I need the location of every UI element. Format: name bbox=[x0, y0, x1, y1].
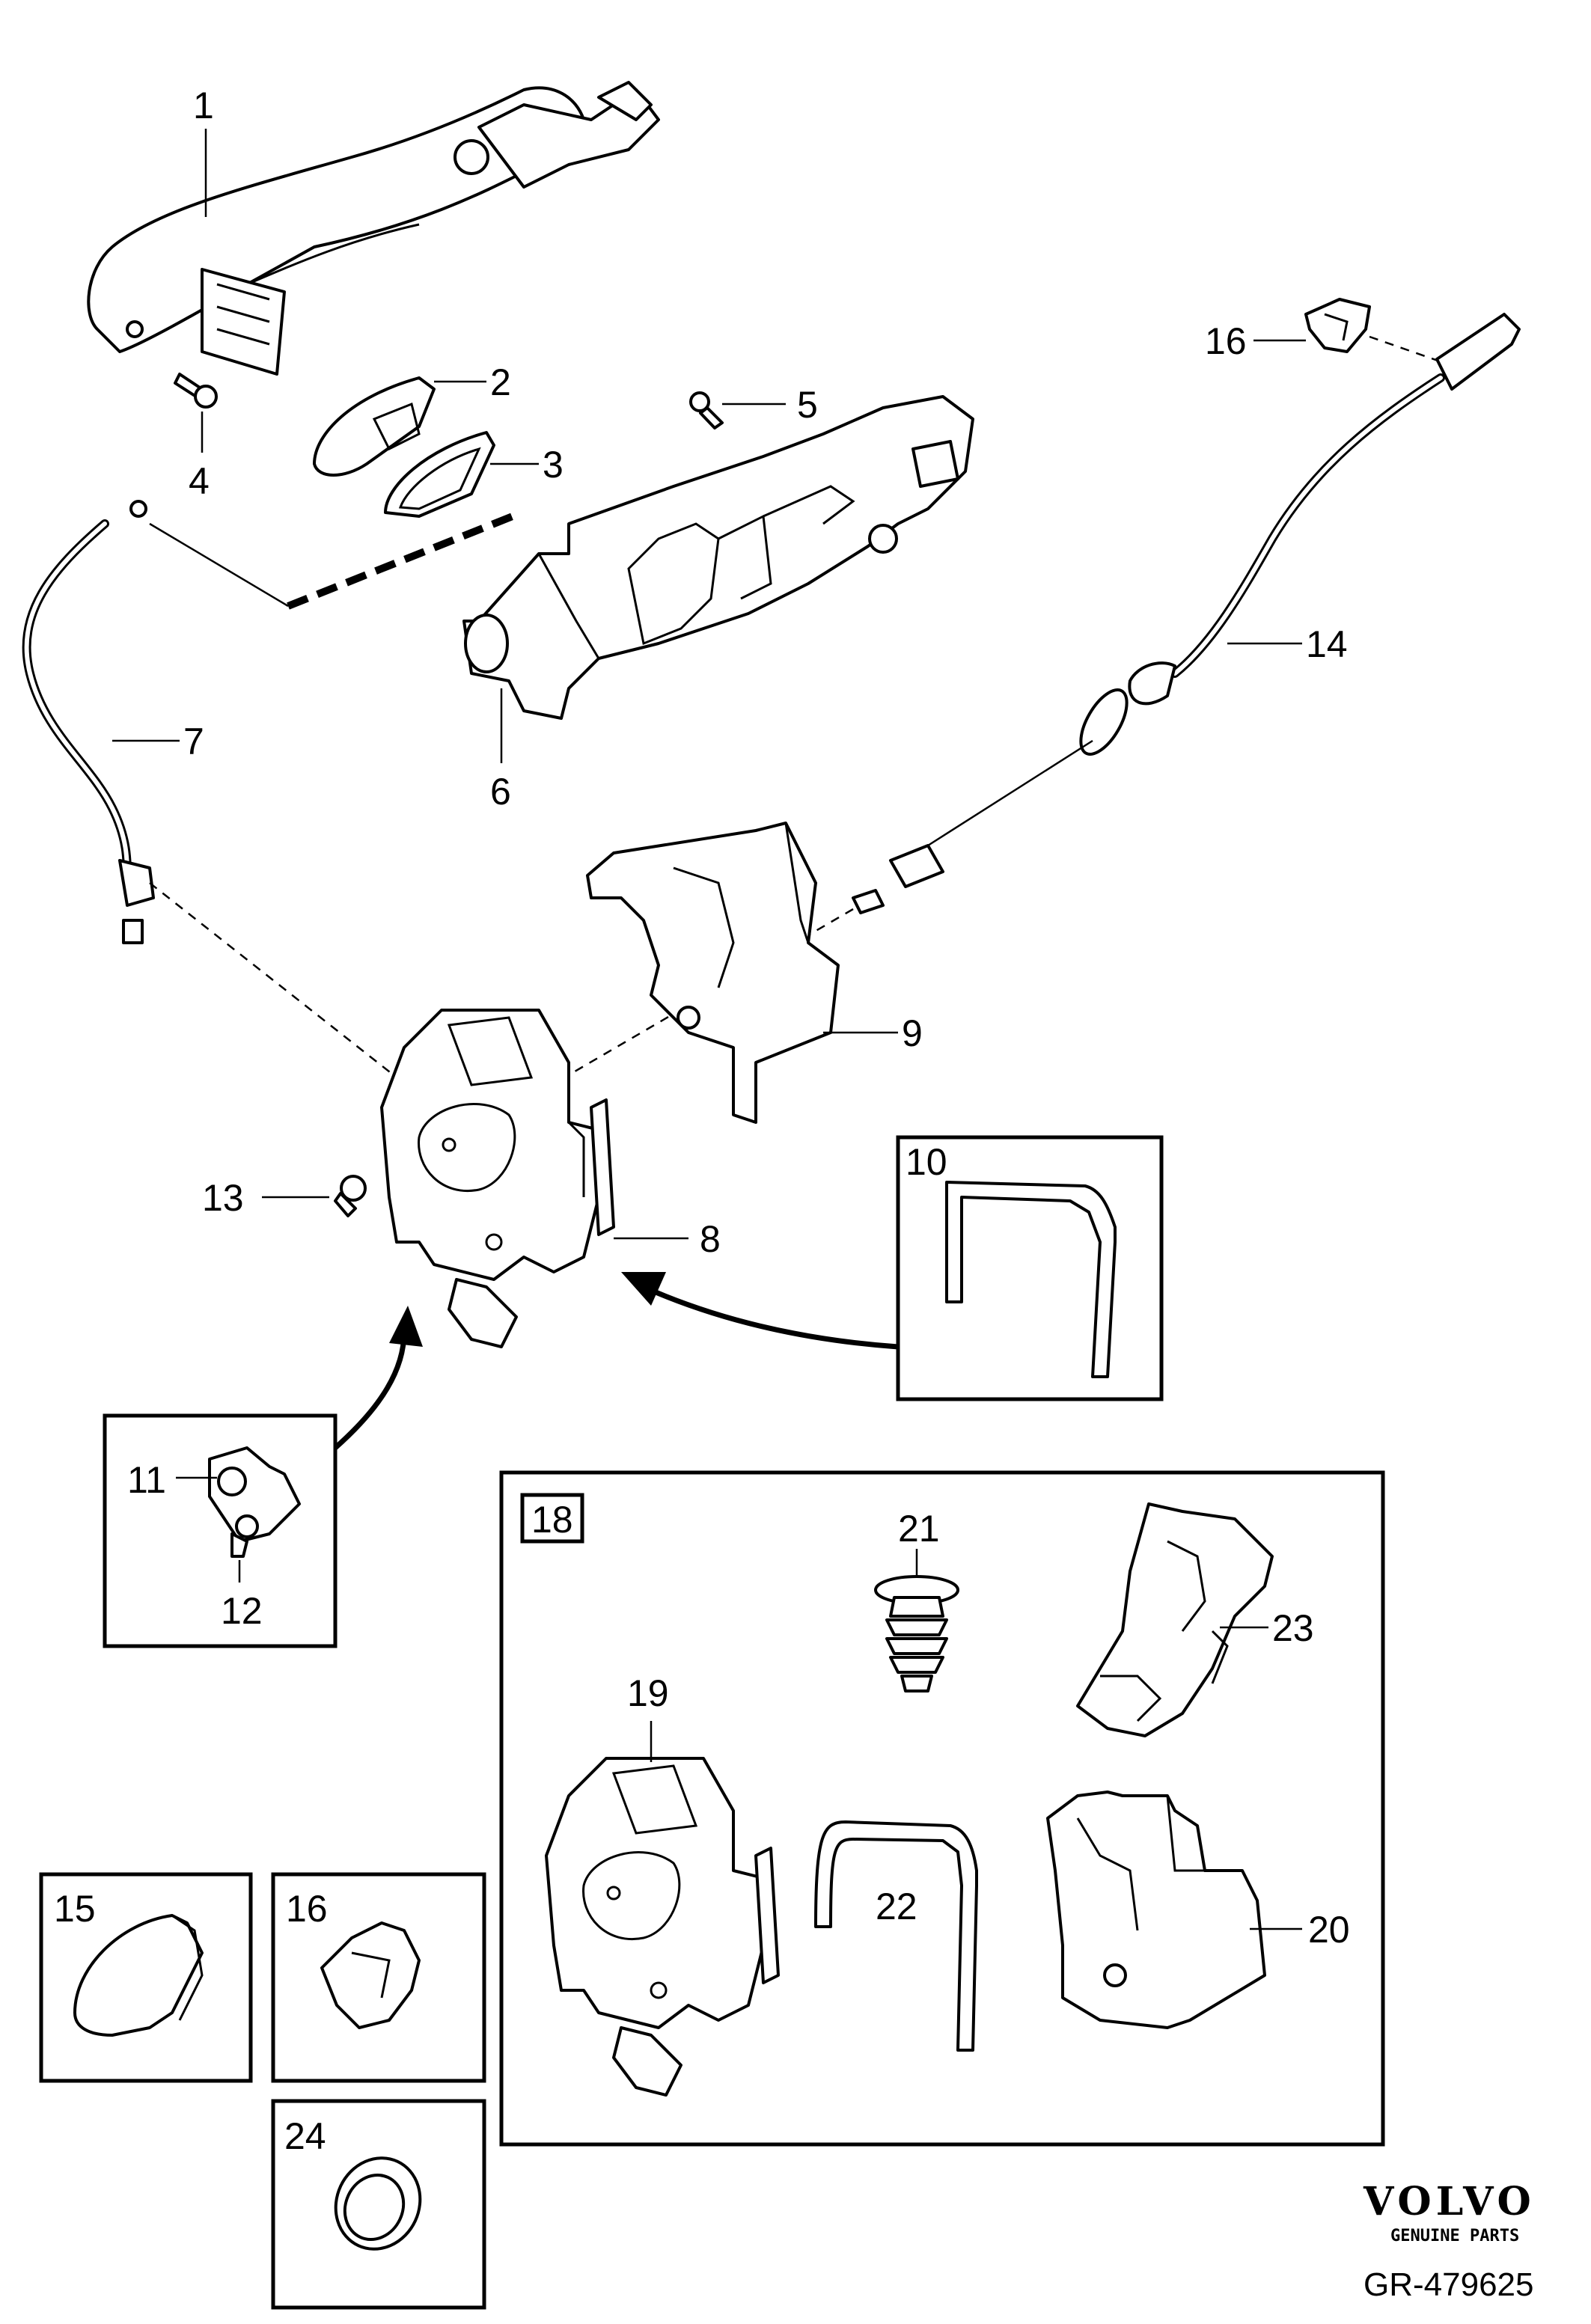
callout-18: 18 bbox=[531, 1499, 573, 1541]
frame-part-15 bbox=[39, 1872, 253, 2083]
diagram-reference: GR-479625 bbox=[1364, 2266, 1533, 2303]
cable-route-leader bbox=[149, 522, 289, 608]
door-handle-part-1 bbox=[87, 81, 660, 376]
arrowhead-10 bbox=[621, 1272, 666, 1306]
clip-16-assembly-line bbox=[1369, 335, 1445, 364]
cable-part-14 bbox=[852, 313, 1521, 914]
callout-7: 7 bbox=[183, 721, 204, 762]
callout-6: 6 bbox=[490, 771, 511, 813]
callout-14: 14 bbox=[1306, 623, 1348, 665]
callout-4: 4 bbox=[189, 460, 210, 502]
callout-10: 10 bbox=[906, 1141, 947, 1183]
callout-19: 19 bbox=[627, 1672, 669, 1714]
callout-13: 13 bbox=[202, 1177, 244, 1219]
lock-part-19 bbox=[545, 1757, 780, 2097]
callout-1: 1 bbox=[193, 85, 214, 126]
callout-23: 23 bbox=[1272, 1607, 1314, 1649]
frame-parts-11-12 bbox=[103, 1413, 338, 1648]
arrow-11-to-8 bbox=[333, 1331, 407, 1450]
frame-kit-18 bbox=[499, 1470, 1385, 2147]
callout-20: 20 bbox=[1308, 1909, 1350, 1951]
callout-15: 15 bbox=[54, 1888, 96, 1930]
callout-16-bottom: 16 bbox=[286, 1888, 328, 1930]
screw-part-13 bbox=[334, 1175, 367, 1217]
callout-11: 11 bbox=[127, 1459, 166, 1501]
cover-part-9 bbox=[586, 822, 840, 1124]
gasket-part-3 bbox=[384, 431, 495, 518]
callout-16-top: 16 bbox=[1205, 320, 1247, 362]
callout-12: 12 bbox=[221, 1590, 263, 1632]
screw-part-4 bbox=[174, 373, 218, 409]
cap-part-2 bbox=[313, 376, 436, 477]
brand-tagline: GENUINE PARTS bbox=[1390, 2227, 1519, 2245]
screw-part-5 bbox=[689, 391, 724, 429]
frame-part-10 bbox=[896, 1135, 1164, 1401]
callout-2: 2 bbox=[490, 361, 511, 403]
callout-9: 9 bbox=[902, 1012, 923, 1054]
cover-part-20 bbox=[1046, 1791, 1266, 2029]
seal-part-22 bbox=[814, 1820, 978, 2052]
callout-24: 24 bbox=[284, 2115, 326, 2157]
frame-part-16 bbox=[271, 1872, 486, 2083]
callout-21: 21 bbox=[898, 1508, 940, 1550]
clip-part-16-top bbox=[1304, 298, 1371, 353]
brand-logo: VOLVO bbox=[1363, 2179, 1536, 2224]
frame-part-24 bbox=[271, 2099, 486, 2310]
callout-22: 22 bbox=[876, 1886, 917, 1927]
arrowhead-11 bbox=[389, 1306, 423, 1347]
cable-route-dash bbox=[287, 513, 514, 610]
callout-3: 3 bbox=[543, 444, 564, 486]
cable-7-assembly-line bbox=[149, 882, 397, 1078]
arrow-10-to-8 bbox=[642, 1284, 899, 1350]
grommet-part-21 bbox=[874, 1575, 959, 1692]
callout-5: 5 bbox=[797, 384, 818, 426]
bracket-part-23 bbox=[1076, 1502, 1274, 1737]
kit-18-label-box bbox=[520, 1493, 584, 1544]
callout-8: 8 bbox=[700, 1218, 721, 1260]
cable-part-7 bbox=[22, 500, 155, 944]
lock-part-8 bbox=[380, 1009, 615, 1348]
handle-carrier-part-6 bbox=[462, 395, 974, 720]
